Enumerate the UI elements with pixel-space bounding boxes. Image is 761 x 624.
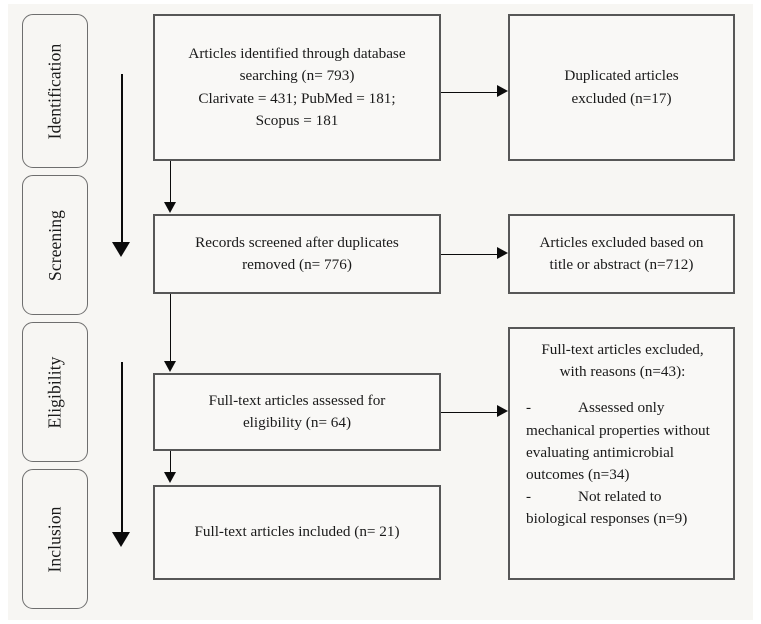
box-fulltext-included: Full-text articles included (n= 21) [153, 485, 441, 580]
screened-line-1: Records screened after duplicates [195, 233, 399, 251]
connector-assessed-to-excluded-line [441, 412, 499, 413]
connector-screened-to-assessed-arrow [164, 361, 176, 372]
box-fulltext-assessed-text: Full-text articles assessed for eligibil… [209, 390, 386, 434]
connector-screened-to-excluded-arrow [497, 247, 508, 259]
connector-identified-to-screened-arrow [164, 202, 176, 213]
assessed-line-2: eligibility (n= 64) [242, 414, 352, 431]
reason-text: Assessed only mechanical properties with… [526, 399, 710, 483]
stage-label-screening-text: Screening [44, 209, 65, 281]
stage-label-inclusion: Inclusion [22, 469, 88, 609]
box-fulltext-excluded-reasons: Full-text articles excluded, with reason… [508, 327, 735, 580]
stage-arrow-upper-line [121, 74, 123, 242]
included-line-1: Full-text articles included (n= 21) [194, 523, 400, 541]
reason-dash: - [526, 399, 532, 417]
assessed-line-1: Full-text articles assessed for [208, 391, 386, 409]
box-duplicates-excluded: Duplicated articles excluded (n=17) [508, 14, 735, 161]
identified-line-1: Articles identified through database [188, 45, 406, 63]
box-fulltext-assessed: Full-text articles assessed for eligibil… [153, 373, 441, 451]
stage-label-identification-text: Identification [44, 43, 65, 139]
stage-arrow-lower-line [121, 362, 123, 532]
stage-arrow-lower-head [112, 532, 130, 547]
connector-assessed-to-included-line [170, 451, 171, 473]
duplicates-line-2: excluded (n=17) [571, 89, 672, 107]
box-excluded-title-abstract: Articles excluded based on title or abst… [508, 214, 735, 294]
reasons-heading-line-1: Full-text articles excluded, [541, 341, 704, 358]
connector-identified-to-duplicates-arrow [497, 85, 508, 97]
box-records-screened-text: Records screened after duplicates remove… [195, 232, 399, 276]
stage-label-eligibility-text: Eligibility [44, 355, 65, 429]
connector-screened-to-assessed-line [170, 294, 171, 362]
box-excluded-title-abstract-text: Articles excluded based on title or abst… [539, 232, 703, 276]
reason-text: Not related to biological responses (n=9… [526, 488, 688, 528]
box-records-screened: Records screened after duplicates remove… [153, 214, 441, 294]
stage-arrow-upper-head [112, 242, 130, 257]
reason-dash: - [526, 488, 532, 506]
reason-item: -Not related to biological responses (n=… [526, 486, 719, 530]
connector-identified-to-screened-line [170, 161, 171, 203]
stage-label-screening: Screening [22, 175, 88, 315]
box-duplicates-excluded-text: Duplicated articles excluded (n=17) [564, 65, 678, 109]
stage-label-eligibility: Eligibility [22, 322, 88, 462]
box-fulltext-excluded-reasons-content: Full-text articles excluded, with reason… [526, 339, 719, 531]
reasons-heading: Full-text articles excluded, with reason… [526, 339, 719, 383]
box-fulltext-included-text: Full-text articles included (n= 21) [194, 521, 399, 543]
excluded-ta-line-1: Articles excluded based on [539, 233, 704, 251]
screened-line-2: removed (n= 776) [242, 256, 352, 273]
identified-line-2: searching (n= 793) [239, 67, 355, 85]
stage-label-inclusion-text: Inclusion [44, 505, 65, 573]
connector-screened-to-excluded-line [441, 254, 499, 255]
box-articles-identified-text: Articles identified through database sea… [188, 43, 405, 132]
box-articles-identified: Articles identified through database sea… [153, 14, 441, 161]
connector-assessed-to-excluded-arrow [497, 405, 508, 417]
connector-identified-to-duplicates-line [441, 92, 499, 93]
excluded-ta-line-2: title or abstract (n=712) [549, 256, 694, 273]
connector-assessed-to-included-arrow [164, 472, 176, 483]
identified-line-4: Scopus = 181 [255, 111, 339, 129]
reason-item: -Assessed only mechanical properties wit… [526, 397, 719, 486]
duplicates-line-1: Duplicated articles [564, 67, 679, 85]
reasons-heading-line-2: with reasons (n=43): [559, 363, 686, 381]
identified-line-3: Clarivate = 431; PubMed = 181; [198, 89, 396, 107]
stage-label-identification: Identification [22, 14, 88, 168]
